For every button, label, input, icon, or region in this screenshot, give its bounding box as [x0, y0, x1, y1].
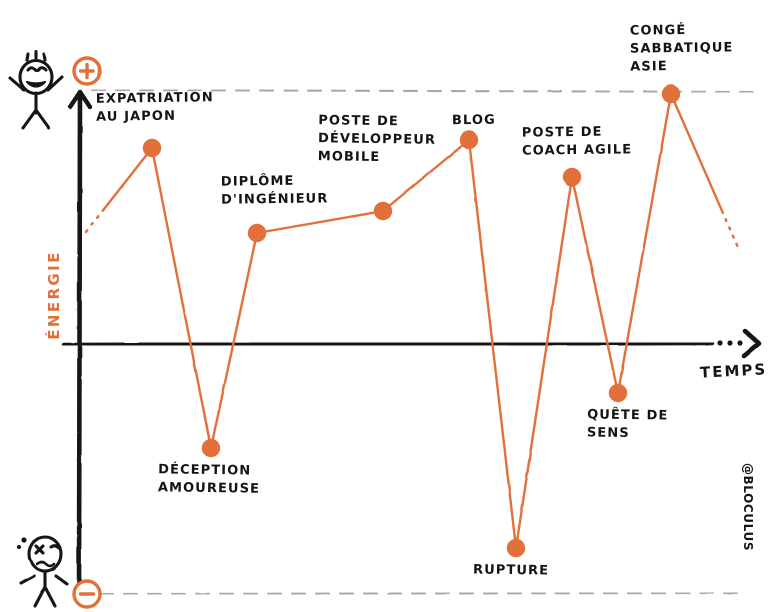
data-point-label: DÉCEPTION AMOUREUSE — [157, 462, 261, 497]
data-point-label: QUÊTE DE SENS — [586, 407, 669, 441]
max-energy-dashed-line — [90, 88, 762, 94]
data-point-label: POSTE DE DÉVELOPPEUR MOBILE — [317, 113, 437, 165]
negative-energy-badge — [72, 579, 102, 609]
data-point-marker[interactable] — [373, 201, 393, 221]
x-axis-dotted-continuation — [717, 340, 743, 346]
data-point-marker[interactable] — [142, 138, 162, 158]
data-point-marker[interactable] — [661, 84, 681, 104]
data-point-marker[interactable] — [506, 538, 526, 558]
series-lead-in-dash — [84, 208, 105, 234]
positive-energy-badge — [72, 56, 102, 86]
x-axis-title: TEMPS — [699, 360, 768, 382]
series-lead-in-solid — [101, 146, 154, 212]
happy-face-icon — [8, 49, 64, 130]
series-lead-out-solid — [669, 92, 724, 213]
min-energy-dashed-line — [98, 591, 747, 596]
data-point-markers — [142, 84, 681, 558]
data-point-marker[interactable] — [562, 167, 582, 187]
data-point-marker[interactable] — [247, 223, 267, 243]
sad-face-icon — [17, 535, 69, 608]
x-axis-temps — [61, 340, 715, 348]
data-point-marker[interactable] — [201, 438, 221, 458]
y-axis-title: ÉNERGIE — [45, 250, 63, 340]
data-point-label: RUPTURE — [472, 562, 550, 579]
data-point-label: POSTE DE COACH AGILE — [521, 124, 633, 159]
data-point-label: DIPLÔME D'INGÉNIEUR — [220, 173, 329, 208]
data-point-marker[interactable] — [608, 383, 628, 403]
data-point-label: BLOG — [451, 112, 496, 129]
y-axis-arrowhead-icon — [67, 89, 93, 110]
data-point-label: EXPATRIATION AU JAPON — [95, 90, 214, 125]
data-point-marker[interactable] — [459, 130, 479, 150]
data-point-label: CONGÉ SABBATIQUE ASIE — [629, 22, 734, 75]
author-signature: @BLOCULUS — [741, 462, 755, 552]
series-lead-out-dash — [720, 209, 742, 254]
x-axis-arrowhead-icon — [741, 328, 762, 359]
